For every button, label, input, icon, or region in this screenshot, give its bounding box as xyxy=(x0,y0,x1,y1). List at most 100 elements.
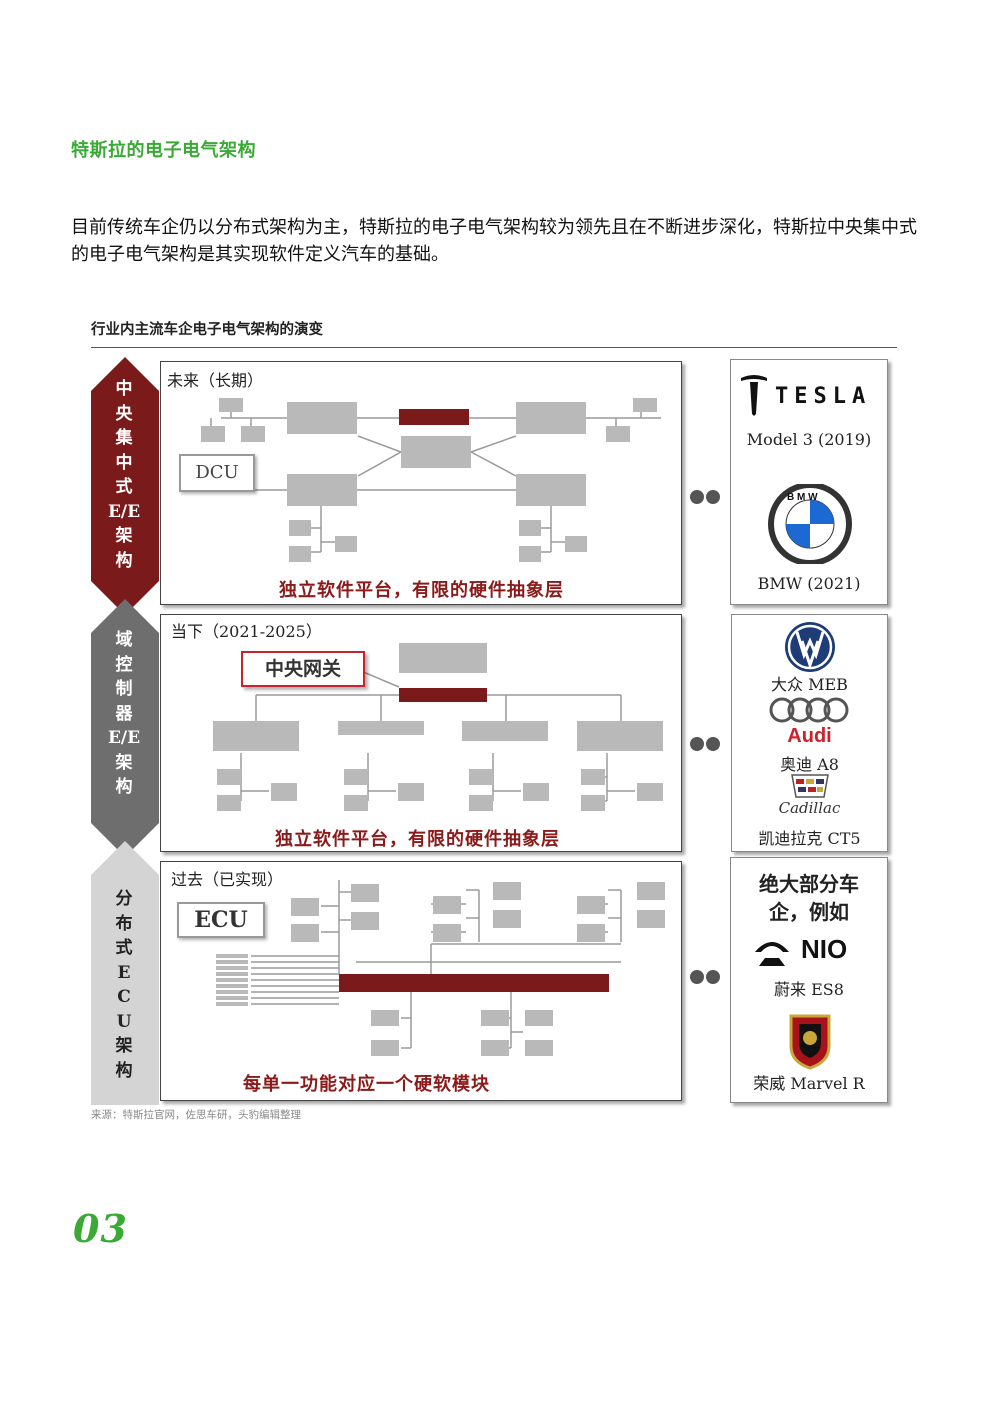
gateway-bus xyxy=(399,688,487,702)
panel-footer: 每单一功能对应一个硬软模块 xyxy=(243,1074,490,1095)
block xyxy=(565,536,587,552)
cadillac-logo xyxy=(791,774,829,798)
vw-logo xyxy=(785,622,835,672)
block xyxy=(516,474,586,506)
block xyxy=(291,898,319,916)
brand-panel-domain: 大众 MEB Audi 奥迪 A8 Cadillac 凯迪拉克 CT5 xyxy=(731,614,888,852)
block xyxy=(469,769,493,785)
block xyxy=(216,1002,248,1006)
brand-caption: 奥迪 A8 xyxy=(780,755,839,774)
block xyxy=(335,536,357,552)
bmw-logo: B M W xyxy=(768,484,852,564)
nio-wordmark: NIO xyxy=(801,934,848,964)
block xyxy=(216,990,248,994)
brand-panel-central: TESLA Model 3 (2019) B M W BMW (2021) xyxy=(730,359,888,605)
block xyxy=(637,783,663,801)
block xyxy=(519,546,541,562)
period-label: 过去（已实现） xyxy=(171,870,284,889)
block xyxy=(637,882,665,900)
central-bus xyxy=(399,409,469,425)
dcu-tag: DCU xyxy=(179,454,255,492)
block xyxy=(606,426,630,442)
roewe-logo xyxy=(789,1014,831,1070)
block xyxy=(287,402,357,434)
main-bus xyxy=(339,974,609,992)
block xyxy=(469,795,493,811)
domain-architecture-diagram xyxy=(213,643,663,811)
central-architecture-diagram xyxy=(201,398,661,562)
brand-caption: 荣威 Marvel R xyxy=(753,1074,865,1093)
block xyxy=(213,721,299,751)
block xyxy=(525,1040,553,1056)
block xyxy=(493,882,521,900)
section-title: 特斯拉的电子电气架构 xyxy=(71,140,256,161)
block xyxy=(525,1010,553,1026)
figure-source: 来源：特斯拉官网，佐思车研，头豹编辑整理 xyxy=(91,1109,301,1121)
panel-domain: 当下（2021-2025） 中央网关 独立软件平台，有限的硬件抽象层 xyxy=(160,614,682,852)
panel-footer: 独立软件平台，有限的硬件抽象层 xyxy=(279,580,564,601)
block xyxy=(289,546,311,562)
block xyxy=(433,924,461,942)
connector-dot xyxy=(706,970,720,984)
block xyxy=(216,960,248,964)
block xyxy=(577,924,605,942)
block xyxy=(481,1010,509,1026)
chevron-domain xyxy=(91,599,159,857)
block xyxy=(399,643,487,673)
chevron-distributed xyxy=(91,841,159,1105)
block xyxy=(523,783,549,801)
cadillac-wordmark: Cadillac xyxy=(778,799,841,817)
block xyxy=(287,474,357,506)
ecu-tag: ECU xyxy=(177,902,265,938)
block xyxy=(217,795,241,811)
block xyxy=(351,912,379,930)
brand-note: 绝大部分车 企，例如 xyxy=(759,872,859,924)
block xyxy=(216,972,248,976)
block xyxy=(291,924,319,942)
chevron-central xyxy=(91,357,159,615)
block xyxy=(338,721,424,735)
figure-caption: 行业内主流车企电子电气架构的演变 xyxy=(91,322,323,338)
block xyxy=(481,1040,509,1056)
block xyxy=(398,783,424,801)
block xyxy=(371,1040,399,1056)
brand-caption: 蔚来 ES8 xyxy=(774,980,844,999)
block xyxy=(217,769,241,785)
block xyxy=(344,769,368,785)
block xyxy=(633,398,657,412)
block xyxy=(241,426,265,442)
block xyxy=(401,436,471,468)
block xyxy=(462,721,548,741)
block xyxy=(351,884,379,902)
brand-caption: BMW (2021) xyxy=(757,574,861,593)
intro-paragraph: 目前传统车企仍以分布式架构为主，特斯拉的电子电气架构较为领先且在不断进步深化，特… xyxy=(71,217,917,265)
block xyxy=(216,978,248,982)
gateway-tag: 中央网关 xyxy=(241,651,365,687)
block xyxy=(581,769,605,785)
block xyxy=(344,795,368,811)
connector-dot xyxy=(706,737,720,751)
block xyxy=(216,966,248,970)
block xyxy=(216,996,248,1000)
panel-footer: 独立软件平台，有限的硬件抽象层 xyxy=(275,829,560,850)
connector-dot xyxy=(706,490,720,504)
connector-dot xyxy=(690,737,704,751)
brand-caption: 大众 MEB xyxy=(771,675,848,694)
figure-rule xyxy=(91,347,897,348)
page-number: 03 xyxy=(73,1206,128,1251)
connector-dot xyxy=(690,490,704,504)
block xyxy=(201,426,225,442)
block xyxy=(289,520,311,536)
block xyxy=(433,896,461,914)
audi-wordmark: Audi xyxy=(787,725,832,747)
block xyxy=(216,954,248,958)
brand-panel-distributed: 绝大部分车 企，例如 NIO 蔚来 ES8 荣威 Marvel R xyxy=(730,857,888,1103)
block xyxy=(637,910,665,928)
block xyxy=(219,398,243,412)
nio-logo xyxy=(755,942,789,966)
period-label: 当下（2021-2025） xyxy=(171,622,322,641)
panel-distributed: 过去（已实现） xyxy=(160,861,682,1101)
